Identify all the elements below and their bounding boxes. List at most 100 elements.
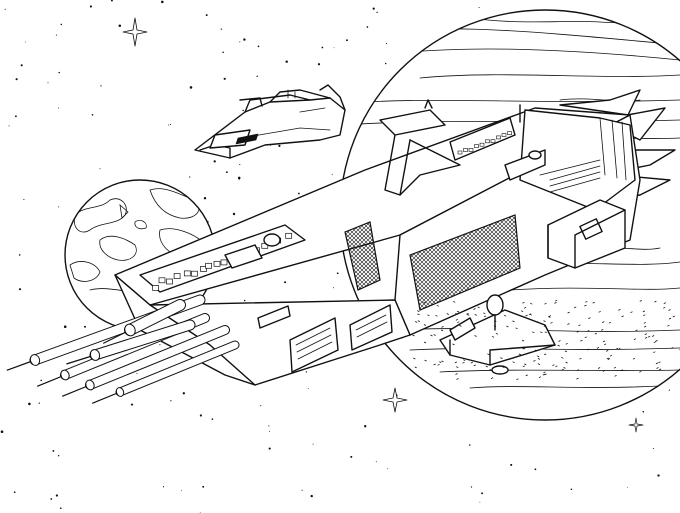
planet-speckle bbox=[632, 357, 636, 360]
star-dot bbox=[226, 171, 228, 174]
star-dot bbox=[211, 418, 214, 420]
gun-muzzle bbox=[124, 323, 136, 337]
hull-speckle bbox=[427, 314, 430, 317]
star-dot bbox=[170, 400, 172, 402]
star-dot bbox=[376, 11, 378, 14]
star-dot bbox=[385, 43, 388, 45]
hull-speckle bbox=[494, 320, 497, 322]
star-dot bbox=[15, 78, 18, 81]
hull-speckle bbox=[412, 334, 415, 337]
hull-speckle bbox=[424, 359, 427, 362]
star-dot bbox=[28, 402, 31, 406]
star-dot bbox=[18, 254, 21, 256]
hull-speckle bbox=[529, 313, 532, 316]
planet-speckle bbox=[525, 374, 528, 377]
star-dot bbox=[162, 486, 165, 488]
hull-greeble bbox=[507, 131, 512, 135]
star-dot bbox=[333, 287, 334, 289]
planet-speckle bbox=[653, 351, 656, 354]
planet-speckle bbox=[565, 342, 568, 345]
star-dot bbox=[243, 38, 246, 41]
star-dot bbox=[55, 34, 57, 36]
star-dot bbox=[270, 145, 271, 147]
planet-speckle bbox=[647, 335, 651, 338]
star-dot bbox=[298, 192, 300, 195]
planet-speckle bbox=[455, 318, 459, 321]
hull-speckle bbox=[417, 313, 420, 316]
deck-greeble bbox=[183, 270, 191, 277]
hull-speckle bbox=[512, 320, 515, 323]
hull-speckle bbox=[467, 314, 470, 316]
planet-speckle bbox=[576, 369, 579, 371]
planet-speckle bbox=[644, 325, 647, 328]
star-dot bbox=[305, 371, 308, 373]
star-dot bbox=[60, 23, 63, 26]
planet-speckle bbox=[658, 368, 662, 371]
hull-speckle bbox=[537, 358, 541, 360]
planet-speckle bbox=[574, 306, 577, 309]
star-dot bbox=[169, 123, 171, 125]
star-dot bbox=[199, 414, 202, 417]
star-dot bbox=[59, 507, 62, 510]
star-dot bbox=[220, 28, 223, 30]
planet-speckle bbox=[584, 336, 587, 339]
hull-speckle bbox=[503, 314, 507, 317]
planet-speckle bbox=[644, 333, 647, 335]
planet-speckle bbox=[552, 364, 555, 367]
planet-speckle bbox=[533, 360, 536, 362]
star-dot bbox=[203, 196, 207, 200]
hull-speckle bbox=[439, 361, 442, 363]
planet-speckle bbox=[380, 354, 383, 357]
planet-speckle bbox=[483, 315, 487, 318]
hull-greeble bbox=[474, 144, 479, 148]
deck-greeble bbox=[173, 273, 181, 279]
hull-speckle bbox=[493, 325, 497, 327]
star-dot bbox=[161, 0, 164, 4]
planet-speckle bbox=[602, 340, 606, 343]
planet-speckle bbox=[671, 347, 674, 349]
star-dot bbox=[642, 410, 645, 413]
planet-speckle bbox=[672, 315, 675, 318]
hull-speckle bbox=[532, 331, 535, 334]
planet-speckle bbox=[455, 373, 458, 375]
hull-speckle bbox=[540, 331, 543, 334]
star-dot bbox=[321, 46, 324, 49]
hull-speckle bbox=[537, 363, 541, 365]
hull-speckle bbox=[561, 356, 564, 359]
star-dot bbox=[268, 447, 271, 450]
hull-speckle bbox=[500, 357, 503, 359]
star-dot bbox=[130, 403, 134, 406]
planet-speckle bbox=[588, 317, 591, 319]
planet-speckle bbox=[490, 377, 494, 379]
planet-speckle bbox=[522, 301, 525, 304]
star-dot bbox=[350, 455, 353, 458]
hull-speckle bbox=[459, 325, 462, 327]
hull-greeble bbox=[485, 139, 490, 144]
planet-speckle bbox=[466, 313, 469, 315]
planet-speckle bbox=[516, 378, 519, 381]
planet-speckle bbox=[437, 363, 440, 366]
star-dot bbox=[333, 47, 335, 49]
sparkle-star-bottom bbox=[382, 387, 408, 413]
star-dot bbox=[312, 443, 314, 445]
star-dot bbox=[205, 14, 208, 17]
star-dot bbox=[481, 492, 484, 495]
star-dot bbox=[269, 430, 270, 432]
star-dot bbox=[63, 325, 67, 328]
deck-greeble bbox=[205, 262, 212, 269]
hull-speckle bbox=[544, 331, 547, 334]
gun-barrel bbox=[90, 320, 195, 360]
planet-speckle bbox=[457, 321, 460, 324]
gun-barrel bbox=[116, 341, 239, 396]
hull-speckle bbox=[521, 339, 525, 342]
star-dot bbox=[14, 115, 17, 118]
star-dot bbox=[40, 379, 43, 382]
gun-barrel bbox=[125, 300, 185, 335]
planet-speckle bbox=[633, 338, 637, 341]
planet-speckle bbox=[618, 347, 621, 350]
star-dot bbox=[285, 60, 288, 63]
hull-speckle bbox=[485, 365, 488, 368]
planet-speckle bbox=[642, 310, 646, 313]
